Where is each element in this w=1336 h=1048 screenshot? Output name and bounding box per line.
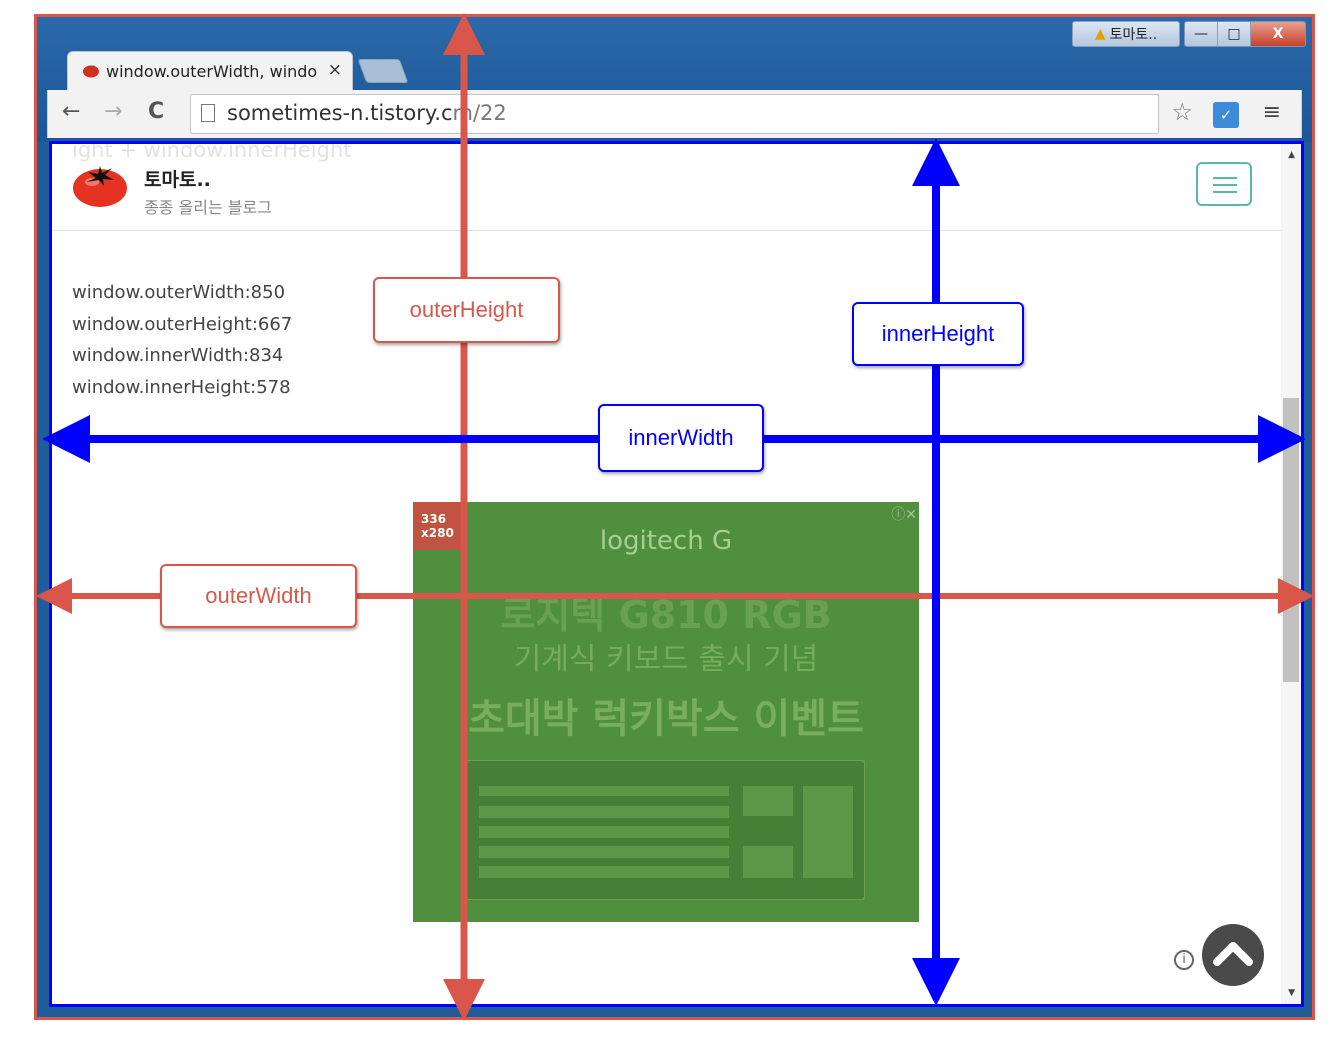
ad-headline: 로지텍 G810 RGB bbox=[500, 593, 832, 637]
close-window-button[interactable]: X bbox=[1251, 22, 1305, 46]
advertisement-banner[interactable]: 336 x280 ⓘ✕ logitech G 로지텍 G810 RGB 기계식 … bbox=[413, 502, 919, 922]
info-icon[interactable]: i bbox=[1174, 950, 1194, 970]
system-buttons: ▲ 토마토.. — □ X bbox=[1072, 21, 1306, 47]
ghost-text: ight + window.innerHeight bbox=[72, 141, 352, 162]
warning-icon: ▲ bbox=[1094, 26, 1106, 42]
notification-button[interactable]: ▲ 토마토.. bbox=[1072, 21, 1180, 47]
inner-height-value: window.innerHeight:578 bbox=[72, 376, 291, 398]
site-header: ight + window.innerHeight 토마토.. 종종 올리는 블… bbox=[52, 144, 1281, 231]
outer-height-label: outerHeight bbox=[373, 277, 560, 343]
ad-subheadline: 기계식 키보드 출시 기념 bbox=[513, 642, 819, 677]
page-icon bbox=[201, 104, 215, 122]
browser-window: window.outerWidth, windo × ▲ 토마토.. — □ X… bbox=[34, 14, 1315, 1020]
browser-menu-icon[interactable]: ≡ bbox=[1262, 100, 1281, 125]
forward-icon[interactable]: → bbox=[104, 99, 123, 124]
outer-width-label: outerWidth bbox=[160, 564, 357, 628]
window-size-readout: window.outerWidth:850 window.outerHeight… bbox=[72, 277, 292, 403]
minimize-button[interactable]: — bbox=[1185, 22, 1218, 46]
ad-brand: logitech G bbox=[599, 526, 733, 556]
inner-height-label: innerHeight bbox=[852, 302, 1024, 366]
new-tab-button[interactable] bbox=[357, 59, 409, 83]
inner-width-label: innerWidth bbox=[598, 404, 764, 472]
back-icon[interactable]: ← bbox=[62, 99, 81, 124]
blog-logo-tomato-icon[interactable] bbox=[72, 160, 128, 208]
notification-label: 토마토.. bbox=[1109, 27, 1158, 43]
maximize-button[interactable]: □ bbox=[1218, 22, 1251, 46]
outer-height-value: window.outerHeight:667 bbox=[72, 313, 293, 335]
bookmark-star-icon[interactable]: ☆ bbox=[1171, 98, 1193, 126]
window-controls: — □ X bbox=[1184, 21, 1306, 47]
browser-tab[interactable]: window.outerWidth, windo × bbox=[67, 51, 353, 91]
tab-close-icon[interactable]: × bbox=[327, 60, 342, 80]
blog-title[interactable]: 토마토.. bbox=[144, 169, 211, 191]
scroll-thumb[interactable] bbox=[1283, 398, 1299, 682]
url-text: sometimes-n.tistory.cm/22 bbox=[227, 101, 507, 125]
blog-subtitle: 종종 올리는 블로그 bbox=[144, 198, 272, 217]
extension-icon[interactable]: ✓ bbox=[1213, 102, 1239, 128]
vertical-scrollbar[interactable]: ▲ ▼ bbox=[1281, 144, 1301, 1004]
address-bar[interactable]: sometimes-n.tistory.cm/22 bbox=[190, 94, 1159, 134]
outer-width-value: window.outerWidth:850 bbox=[72, 282, 286, 303]
tab-title: window.outerWidth, windo bbox=[106, 62, 318, 81]
reload-icon[interactable]: C bbox=[148, 99, 165, 124]
scroll-up-icon[interactable]: ▲ bbox=[1288, 150, 1295, 160]
ad-close-icon[interactable]: ⓘ✕ bbox=[891, 507, 917, 523]
inner-width-value: window.innerWidth:834 bbox=[72, 345, 284, 366]
tomato-icon bbox=[82, 62, 100, 82]
menu-toggle-button[interactable] bbox=[1196, 162, 1252, 206]
ad-event-line: 초대박 럭키박스 이벤트 bbox=[468, 696, 864, 742]
browser-toolbar: ← → C sometimes-n.tistory.cm/22 ☆ ✓ ≡ bbox=[47, 90, 1302, 138]
scroll-to-top-button[interactable] bbox=[1202, 924, 1264, 986]
keyboard-image bbox=[465, 760, 865, 900]
scroll-down-icon[interactable]: ▼ bbox=[1288, 988, 1295, 998]
